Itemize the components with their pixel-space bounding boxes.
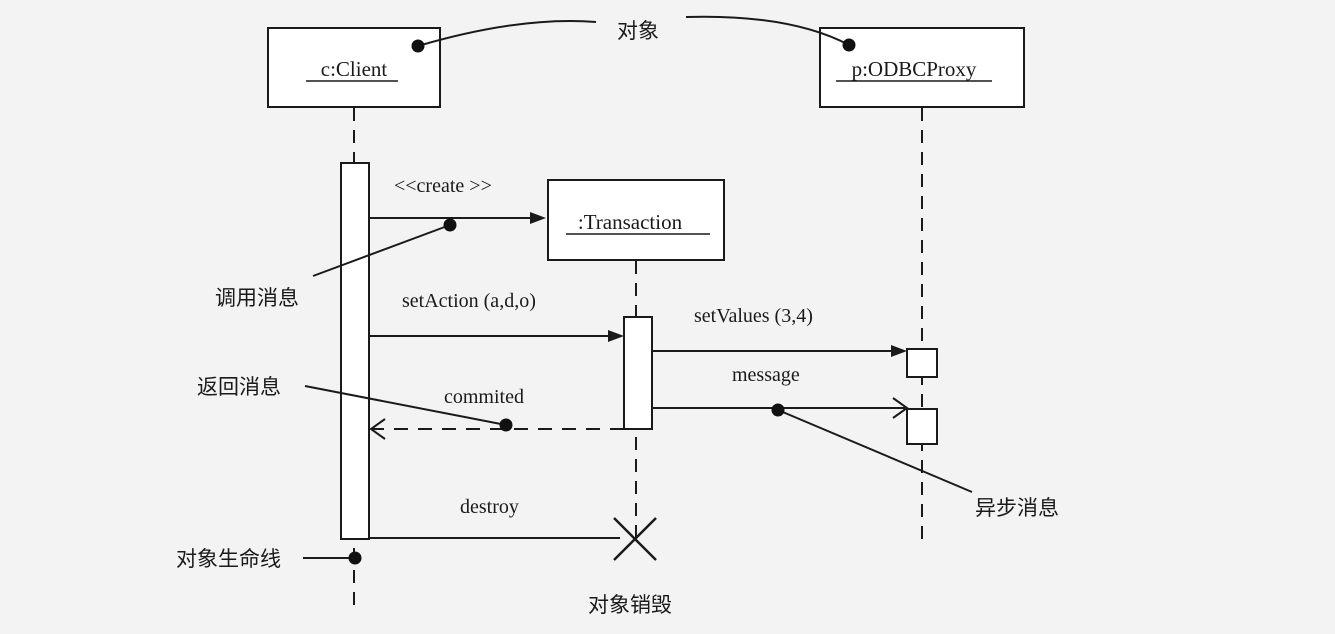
create-message: <<create >>: [369, 175, 546, 224]
object-lifeline-callout: 对象生命线: [176, 547, 362, 571]
object-lifeline-annotation: 对象生命线: [176, 547, 281, 571]
client-object: c:Client: [267, 27, 441, 108]
set-values-message: setValues (3,4): [652, 305, 907, 357]
transaction-object-name: :Transaction: [578, 210, 683, 234]
create-message-label: <<create >>: [394, 175, 492, 197]
destroy-message: destroy: [369, 496, 620, 539]
proxy-object-name: p:ODBCProxy: [852, 57, 977, 81]
object-callout: 对象: [411, 15, 856, 53]
object-annotation: 对象: [617, 19, 659, 43]
proxy-activation-2: [906, 408, 938, 445]
return-message-label: commited: [444, 386, 524, 408]
proxy-activation-1: [906, 348, 938, 378]
transaction-activation: [623, 316, 653, 430]
set-action-message: setAction (a,d,o): [369, 290, 624, 342]
client-object-name: c:Client: [321, 57, 388, 81]
destruction-x-mark: [613, 517, 657, 561]
async-message-label: message: [732, 364, 800, 386]
set-action-label: setAction (a,d,o): [402, 290, 536, 312]
return-message-annotation: 返回消息: [197, 375, 281, 399]
call-message-callout: 调用消息: [215, 218, 457, 310]
destroy-message-label: destroy: [460, 496, 519, 518]
async-message-callout: 异步消息: [771, 403, 1059, 520]
return-message: commited: [369, 386, 624, 440]
client-activation: [340, 162, 370, 540]
object-destruction-annotation: 对象销毁: [588, 593, 672, 617]
set-values-label: setValues (3,4): [694, 305, 813, 327]
async-message-annotation: 异步消息: [975, 496, 1059, 520]
transaction-object: :Transaction: [547, 179, 725, 261]
return-message-callout: 返回消息: [197, 375, 513, 432]
proxy-object: p:ODBCProxy: [819, 27, 1025, 108]
call-message-annotation: 调用消息: [215, 286, 299, 310]
